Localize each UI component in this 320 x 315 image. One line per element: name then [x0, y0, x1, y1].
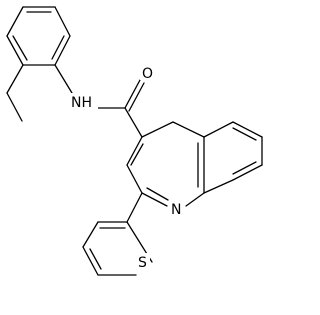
quinoline-pyridine-ring [126, 121, 205, 207]
bond [6, 92, 23, 122]
bond [6, 35, 24, 66]
ethyl-group [6, 64, 24, 122]
molecule-structure-diagram: O NH N S [6, 6, 263, 276]
bond [232, 121, 263, 138]
bond-inner [232, 161, 257, 175]
bond [126, 192, 143, 223]
bond [203, 121, 234, 138]
bond [6, 64, 24, 94]
sulfur-atom: S [136, 253, 150, 271]
bond-double [146, 187, 169, 201]
bond [126, 164, 143, 194]
ethylphenyl-ring [6, 6, 71, 66]
bond [82, 246, 99, 276]
bond [6, 6, 24, 37]
bond [54, 35, 71, 66]
bond [172, 121, 205, 138]
bond [232, 164, 263, 181]
amide-nitrogen-atom: NH [70, 93, 98, 111]
bond [203, 179, 234, 194]
bond [54, 64, 73, 94]
amide-group [54, 64, 145, 138]
bond-inner [130, 143, 144, 166]
bond-double [128, 82, 145, 112]
bond [141, 121, 174, 138]
oxygen-atom: O [140, 64, 154, 82]
bond [124, 79, 141, 109]
bond-inner [232, 127, 257, 141]
sulfur-label: S [138, 255, 147, 271]
quinoline-benzo-ring [203, 121, 263, 194]
bond [82, 221, 99, 248]
bond [54, 6, 71, 37]
bond [124, 107, 143, 138]
ring-nitrogen-atom: N [169, 200, 185, 218]
bond [141, 192, 168, 207]
bond-inner [12, 35, 28, 61]
oxygen-label: O [142, 66, 153, 82]
bond-inner [51, 35, 65, 60]
amide-nitrogen-label: NH [71, 95, 92, 111]
atom-labels: O NH N S [70, 64, 185, 271]
ring-nitrogen-label: N [171, 202, 181, 218]
bond [185, 192, 205, 207]
bonds [6, 6, 263, 276]
bond [126, 136, 143, 166]
bond-inner [89, 248, 102, 270]
